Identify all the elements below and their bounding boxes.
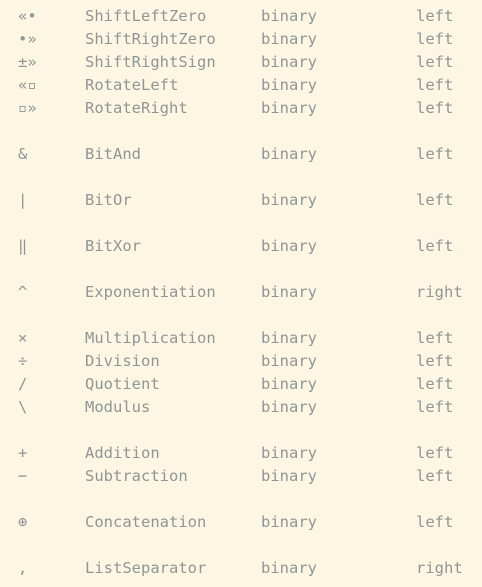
group-spacer xyxy=(0,488,482,511)
operator-symbol: , xyxy=(18,559,28,577)
operator-arity: binary xyxy=(261,237,317,255)
operator-symbol: + xyxy=(18,444,28,462)
operator-arity: binary xyxy=(261,53,317,71)
operator-row: ÷ Division binary left xyxy=(0,350,482,373)
operator-name: Exponentiation xyxy=(85,283,216,301)
operator-associativity: left xyxy=(416,191,454,209)
operator-name: Concatenation xyxy=(85,513,207,531)
operator-row: ^ Exponentiation binary right xyxy=(0,281,482,304)
operator-associativity: left xyxy=(416,99,454,117)
operator-arity: binary xyxy=(261,329,317,347)
operator-symbol: ±» xyxy=(18,53,37,71)
operator-row: «• ShiftLeftZero binary left xyxy=(0,5,482,28)
operator-associativity: left xyxy=(416,375,454,393)
operator-row: ▫» RotateRight binary left xyxy=(0,97,482,120)
operator-row: × Multiplication binary left xyxy=(0,327,482,350)
group-spacer xyxy=(0,304,482,327)
operator-table: «• ShiftLeftZero binary left •» ShiftRightZer… xyxy=(0,5,482,580)
operator-arity: binary xyxy=(261,99,317,117)
operator-arity: binary xyxy=(261,398,317,416)
operator-arity: binary xyxy=(261,283,317,301)
operator-symbol: | xyxy=(18,191,28,209)
operator-associativity: left xyxy=(416,398,454,416)
operator-symbol: ▫» xyxy=(18,99,37,117)
operator-associativity: left xyxy=(416,467,454,485)
operator-arity: binary xyxy=(261,559,317,577)
operator-associativity: right xyxy=(416,559,463,577)
operator-symbol: ÷ xyxy=(18,352,28,370)
operator-arity: binary xyxy=(261,191,317,209)
group-spacer xyxy=(0,120,482,143)
operator-associativity: right xyxy=(416,283,463,301)
operator-arity: binary xyxy=(261,513,317,531)
group-spacer xyxy=(0,258,482,281)
operator-name: Multiplication xyxy=(85,329,216,347)
group-spacer xyxy=(0,534,482,557)
operator-associativity: left xyxy=(416,145,454,163)
operator-symbol: «• xyxy=(18,7,37,25)
operator-associativity: left xyxy=(416,444,454,462)
operator-name: BitXor xyxy=(85,237,141,255)
group-spacer xyxy=(0,419,482,442)
operator-name: ShiftLeftZero xyxy=(85,7,207,25)
operator-name: ShiftRightSign xyxy=(85,53,216,71)
operator-associativity: left xyxy=(416,76,454,94)
operator-arity: binary xyxy=(261,444,317,462)
operator-name: Subtraction xyxy=(85,467,188,485)
operator-row: ±» ShiftRightSign binary left xyxy=(0,51,482,74)
operator-associativity: left xyxy=(416,352,454,370)
group-spacer xyxy=(0,166,482,189)
operator-name: RotateLeft xyxy=(85,76,179,94)
operator-name: Quotient xyxy=(85,375,160,393)
operator-arity: binary xyxy=(261,30,317,48)
operator-row: ‖ BitXor binary left xyxy=(0,235,482,258)
operator-row: & BitAnd binary left xyxy=(0,143,482,166)
operator-arity: binary xyxy=(261,7,317,25)
operator-name: ListSeparator xyxy=(85,559,207,577)
operator-name: Addition xyxy=(85,444,160,462)
operator-arity: binary xyxy=(261,467,317,485)
operator-name: RotateRight xyxy=(85,99,188,117)
operator-name: BitAnd xyxy=(85,145,141,163)
operator-associativity: left xyxy=(416,237,454,255)
operator-symbol: ‖ xyxy=(18,237,28,255)
operator-row: ⊕ Concatenation binary left xyxy=(0,511,482,534)
operator-name: ShiftRightZero xyxy=(85,30,216,48)
operator-arity: binary xyxy=(261,145,317,163)
operator-symbol: ⊕ xyxy=(18,513,28,531)
operator-row: \ Modulus binary left xyxy=(0,396,482,419)
operator-associativity: left xyxy=(416,513,454,531)
operator-row: | BitOr binary left xyxy=(0,189,482,212)
operator-name: Division xyxy=(85,352,160,370)
operator-row: •» ShiftRightZero binary left xyxy=(0,28,482,51)
operator-associativity: left xyxy=(416,329,454,347)
operator-row: + Addition binary left xyxy=(0,442,482,465)
operator-associativity: left xyxy=(416,53,454,71)
operator-associativity: left xyxy=(416,30,454,48)
operator-symbol: × xyxy=(18,329,28,347)
operator-row: − Subtraction binary left xyxy=(0,465,482,488)
operator-associativity: left xyxy=(416,7,454,25)
operator-name: Modulus xyxy=(85,398,151,416)
operator-row: , ListSeparator binary right xyxy=(0,557,482,580)
operator-symbol: «▫ xyxy=(18,76,37,94)
group-spacer xyxy=(0,212,482,235)
operator-arity: binary xyxy=(261,76,317,94)
operator-arity: binary xyxy=(261,352,317,370)
operator-symbol: / xyxy=(18,375,28,393)
operator-symbol: & xyxy=(18,145,28,163)
operator-symbol: •» xyxy=(18,30,37,48)
operator-row: / Quotient binary left xyxy=(0,373,482,396)
operator-row: «▫ RotateLeft binary left xyxy=(0,74,482,97)
operator-symbol: ^ xyxy=(18,283,28,301)
operator-symbol: \ xyxy=(18,398,28,416)
operator-symbol: − xyxy=(18,467,28,485)
operator-arity: binary xyxy=(261,375,317,393)
operator-name: BitOr xyxy=(85,191,132,209)
